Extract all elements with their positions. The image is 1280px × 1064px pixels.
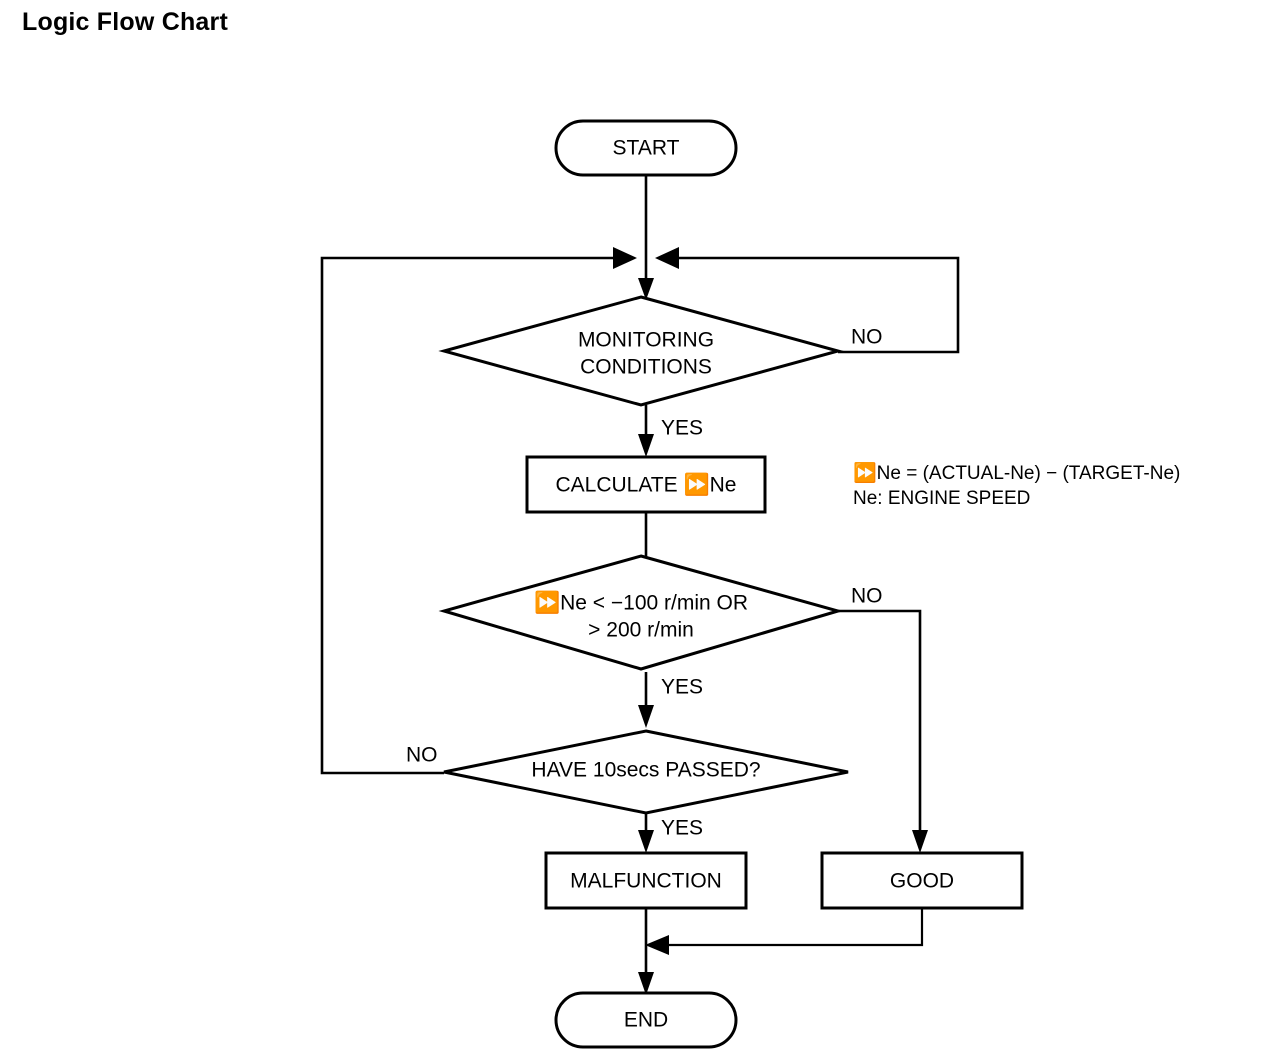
arrowhead-threshold-yes [638,705,654,728]
node-calculate-shape [525,455,767,514]
branch-label-monitoring-no: NO [851,326,883,349]
branch-label-monitoring-yes: YES [661,417,703,440]
node-malfunction[interactable]: MALFUNCTION [544,851,748,910]
node-end-label: END [624,1009,668,1032]
node-start-label: START [613,137,680,160]
branch-label-threshold-yes: YES [661,676,703,699]
node-start-shape [554,119,738,177]
arrowhead-junction-to-monitoring [638,278,654,300]
node-good-shape [820,851,1024,910]
node-good-label: GOOD [890,870,954,893]
node-calculate[interactable]: CALCULATE ⏩Ne [525,455,767,514]
annotation-line-1: ⏩Ne = (ACTUAL-Ne) − (TARGET-Ne) [853,461,1180,484]
edge-threshold-no [838,609,922,844]
node-timer[interactable]: HAVE 10secs PASSED? [443,729,849,815]
annotation-line-2: Ne: ENGINE SPEED [853,488,1030,509]
node-calculate-label: CALCULATE ⏩Ne [556,472,737,497]
arrowhead-threshold-no [912,830,928,853]
branch-label-timer-no: NO [406,744,438,767]
node-threshold[interactable]: ⏩Ne < −100 r/min OR > 200 r/min [438,554,844,671]
node-threshold-label-line1: ⏩Ne < −100 r/min OR [534,590,748,615]
arrowhead-malfunction-to-end [638,972,654,995]
node-timer-shape [443,729,849,815]
branch-label-threshold-no: NO [851,585,883,608]
connector-layer [320,175,960,995]
arrowhead-timer-yes [638,830,654,853]
arrowhead-monitoring-yes [638,434,654,457]
node-threshold-shape [438,554,844,671]
node-malfunction-label: MALFUNCTION [570,870,722,893]
node-malfunction-shape [544,851,748,910]
node-start[interactable]: START [554,119,738,177]
node-timer-label: HAVE 10secs PASSED? [531,759,760,782]
node-end-shape [554,991,738,1049]
node-good[interactable]: GOOD [820,851,1024,910]
branch-label-timer-yes: YES [661,817,703,840]
edge-good-to-merge [654,908,924,947]
annotation-delta-ne-note: ⏩Ne = (ACTUAL-Ne) − (TARGET-Ne) Ne: ENGI… [853,461,1180,509]
node-threshold-label-line2: > 200 r/min [588,619,694,642]
node-monitoring-conditions-label-line2: CONDITIONS [580,356,712,379]
node-monitoring-conditions-shape [438,295,844,407]
node-monitoring-conditions[interactable]: MONITORING CONDITIONS [438,295,844,407]
page-title: Logic Flow Chart [22,8,228,36]
arrowhead-good-merge [645,935,669,955]
arrowhead-left-loop-into-junction [613,247,637,269]
edge-timer-no-loop [320,256,613,775]
node-monitoring-conditions-label-line1: MONITORING [578,329,714,352]
edge-monitoring-no-loop [679,256,960,354]
arrowhead-right-loop-into-junction [655,247,679,269]
node-end[interactable]: END [554,991,738,1049]
